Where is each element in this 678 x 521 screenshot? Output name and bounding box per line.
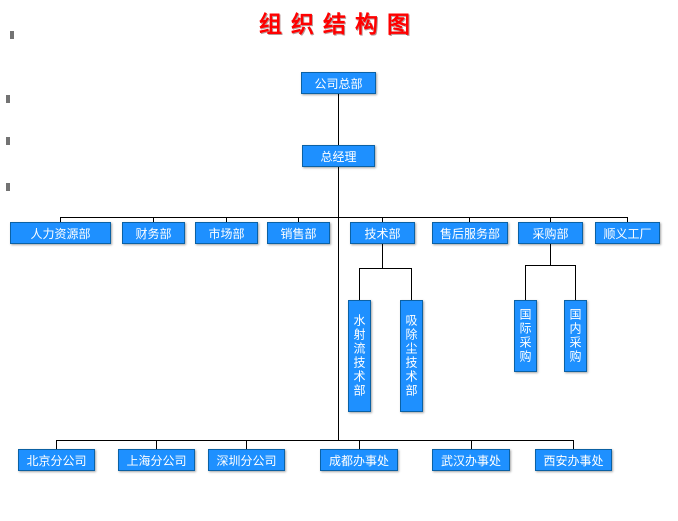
chart-title: 组织结构图: [259, 11, 419, 37]
node-office-xian: 西安办事处: [535, 449, 612, 471]
connector-line: [60, 217, 61, 222]
connector-line: [469, 217, 470, 222]
node-dept-sales: 销售部: [267, 222, 330, 244]
node-dept-procurement: 采购部: [518, 222, 583, 244]
connector-line: [382, 217, 383, 222]
connector-line: [298, 217, 299, 222]
connector-line: [627, 217, 628, 222]
connector-line: [550, 244, 551, 265]
node-domestic-procurement: 国内采购: [564, 300, 587, 372]
connector-line: [359, 268, 412, 269]
node-dept-aftersales: 售后服务部: [432, 222, 508, 244]
connector-line: [226, 217, 227, 222]
node-branch-shenzhen: 深圳分公司: [208, 449, 285, 471]
node-dept-marketing: 市场部: [195, 222, 258, 244]
connector-line: [471, 440, 472, 449]
connector-line: [56, 440, 574, 441]
connector-line: [338, 94, 339, 145]
node-dept-shunyi-factory: 顺义工厂: [595, 222, 660, 244]
connector-line: [575, 265, 576, 300]
node-office-chengdu: 成都办事处: [320, 449, 398, 471]
node-dust-suction-tech-dept: 吸除尘技术部: [400, 300, 423, 412]
connector-line: [573, 440, 574, 449]
node-international-procurement: 国际采购: [514, 300, 537, 372]
connector-line: [60, 217, 628, 218]
node-dept-hr: 人力资源部: [10, 222, 111, 244]
noise-mark: [10, 31, 14, 39]
node-branch-beijing: 北京分公司: [18, 449, 95, 471]
noise-mark: [6, 137, 10, 145]
connector-line: [359, 440, 360, 449]
connector-line: [246, 440, 247, 449]
connector-line: [550, 217, 551, 222]
node-hq: 公司总部: [301, 72, 376, 94]
connector-line: [56, 440, 57, 449]
node-waterjet-tech-dept: 水射流技术部: [348, 300, 371, 412]
connector-line: [359, 268, 360, 300]
connector-line: [525, 265, 526, 300]
connector-line: [153, 217, 154, 222]
noise-mark: [6, 95, 10, 103]
node-dept-technology: 技术部: [350, 222, 415, 244]
node-branch-shanghai: 上海分公司: [118, 449, 195, 471]
node-office-wuhan: 武汉办事处: [432, 449, 510, 471]
connector-line: [525, 265, 576, 266]
connector-line: [338, 167, 339, 440]
connector-line: [156, 440, 157, 449]
node-general-manager: 总经理: [302, 145, 375, 167]
connector-line: [382, 244, 383, 268]
node-dept-finance: 财务部: [122, 222, 185, 244]
noise-mark: [6, 183, 10, 191]
connector-line: [411, 268, 412, 300]
